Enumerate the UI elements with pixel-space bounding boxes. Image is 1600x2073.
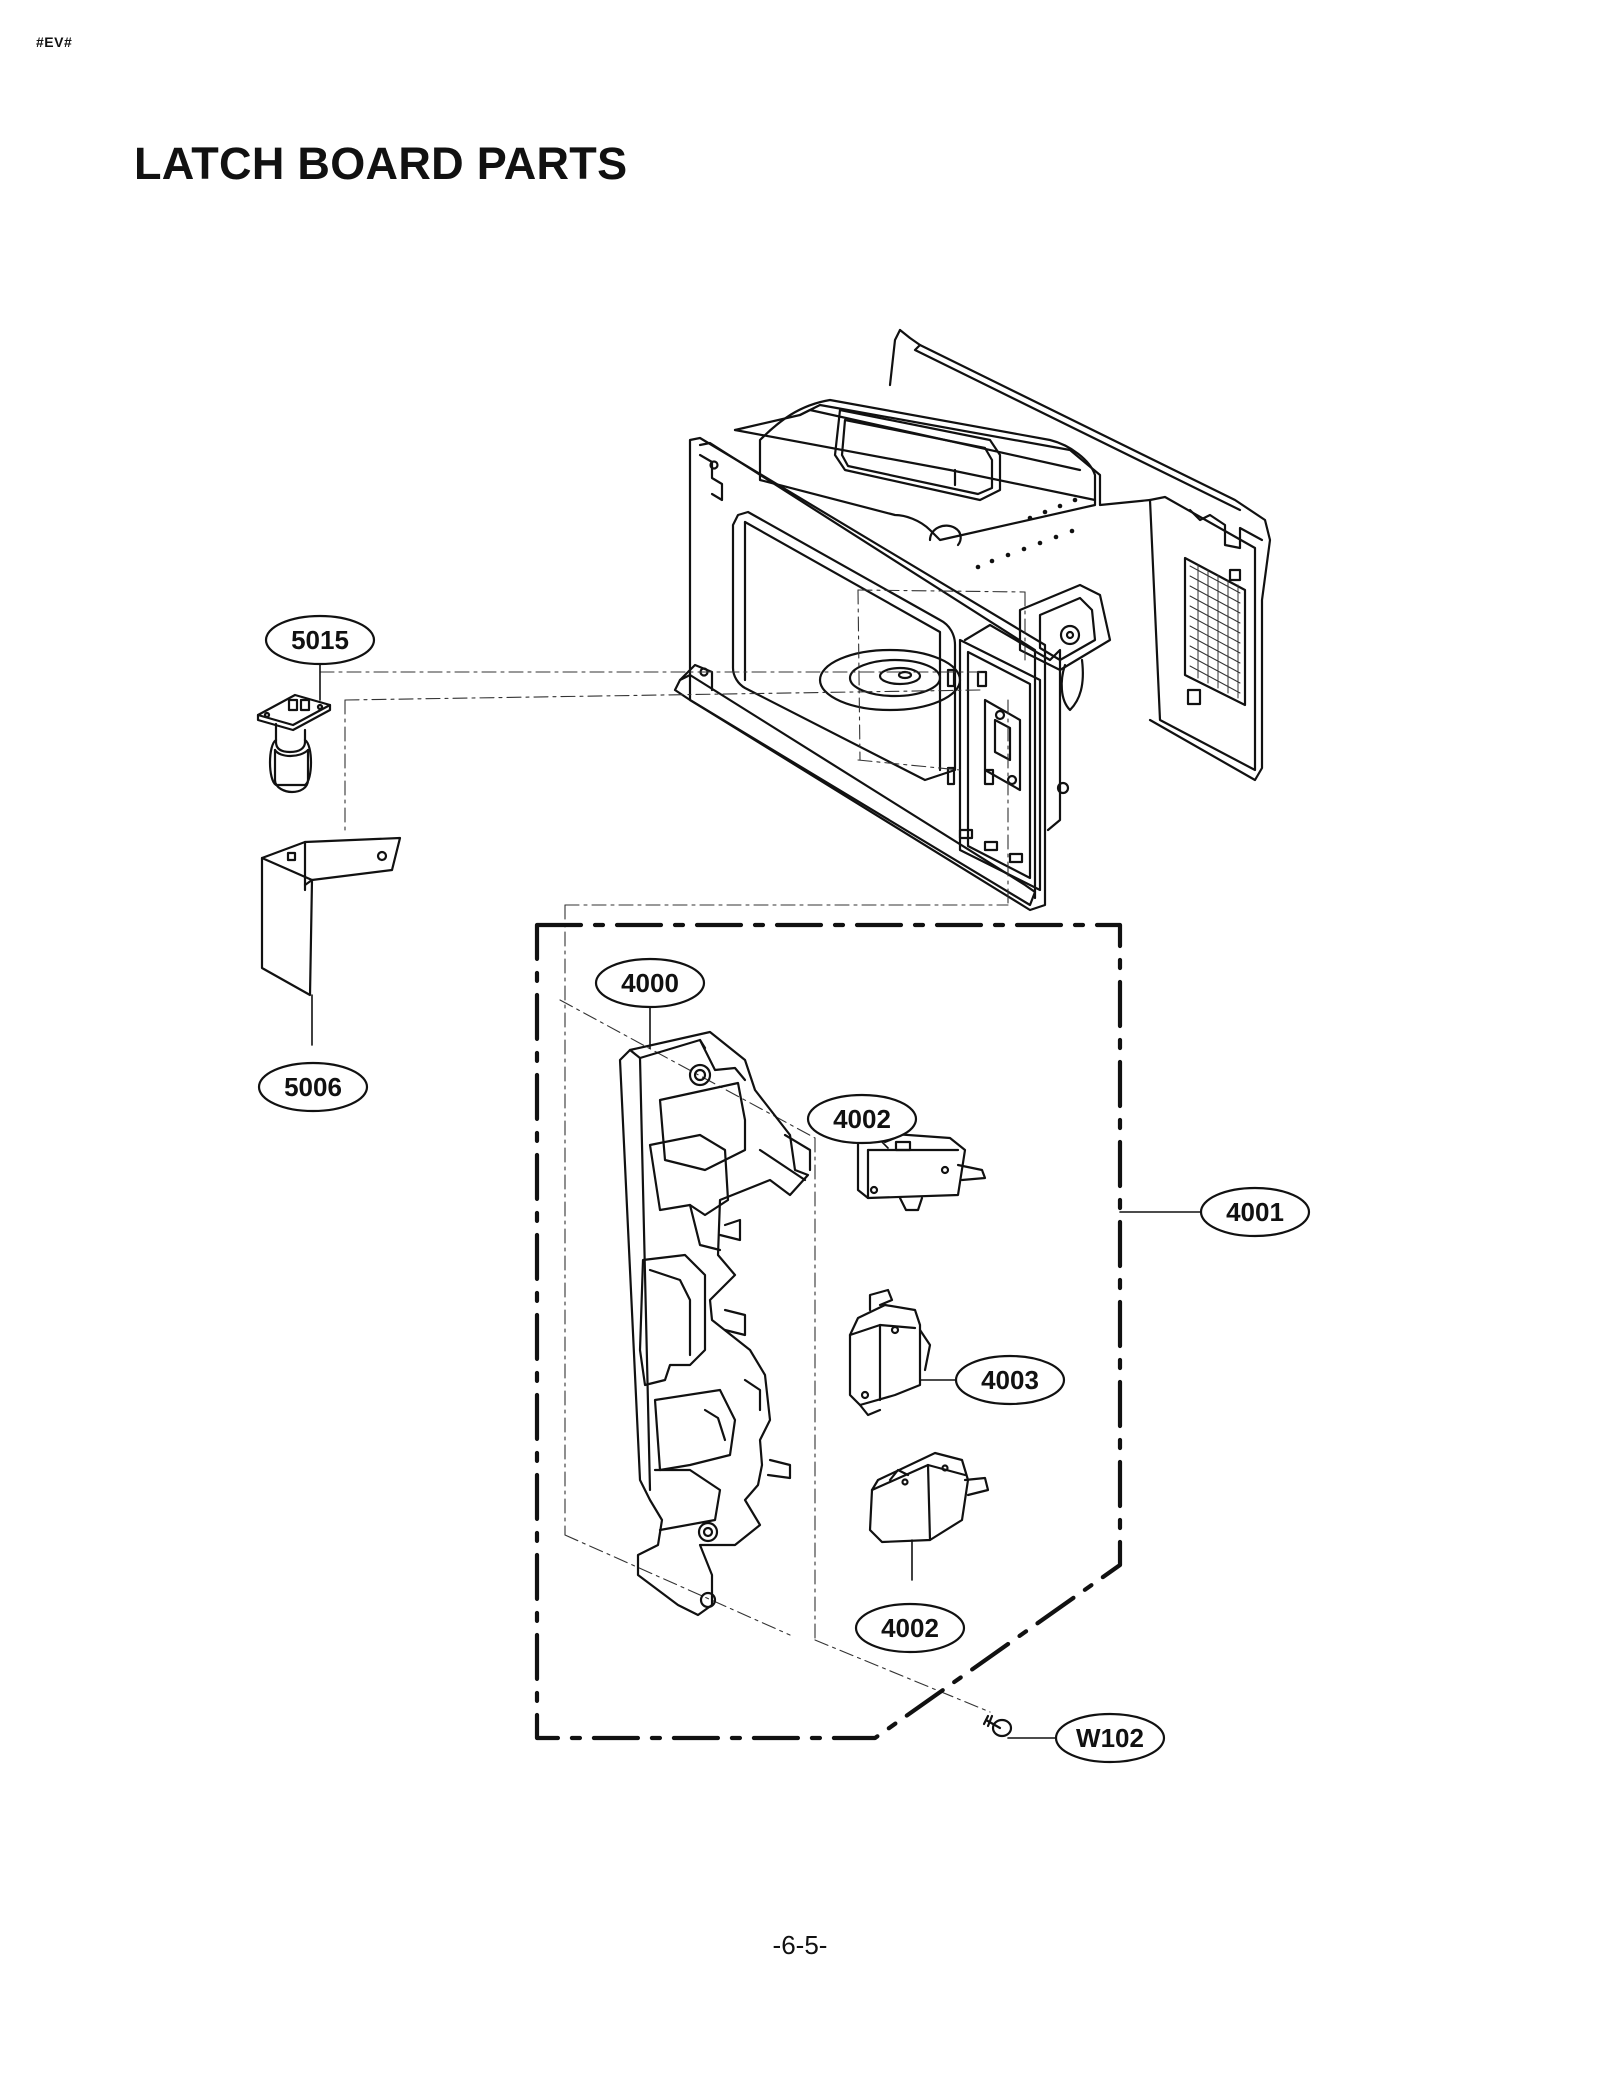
document-code: #EV# [36, 34, 73, 50]
callout-W102: W102 [1054, 1712, 1166, 1764]
callout-5015: 5015 [264, 614, 376, 666]
callout-label-4001: 4001 [1226, 1197, 1284, 1227]
part-4002-switch-top [856, 1131, 987, 1212]
assembly-guide-lines [319, 589, 1026, 1713]
callout-label-4003: 4003 [981, 1365, 1039, 1395]
callout-label-5015: 5015 [291, 625, 349, 655]
page-number: -6-5- [772, 1930, 828, 1960]
callout-label-4002-top: 4002 [833, 1104, 891, 1134]
part-5015-door-sensor [256, 693, 332, 794]
part-4000-latch-board [618, 1030, 812, 1617]
callout-4002-top: 4002 [806, 1093, 918, 1145]
callout-label-4002-bottom: 4002 [881, 1613, 939, 1643]
oven-cavity-assembly [673, 328, 1272, 912]
callout-4001: 4001 [1199, 1186, 1311, 1238]
callout-5006: 5006 [257, 1061, 369, 1113]
callout-4003: 4003 [954, 1354, 1066, 1406]
callout-4002-bottom: 4002 [854, 1602, 966, 1654]
part-5006-bracket [260, 836, 402, 997]
callout-4000: 4000 [594, 957, 706, 1009]
page-title: LATCH BOARD PARTS [134, 138, 628, 189]
part-4002-switch-bottom [868, 1451, 990, 1544]
callout-label-4000: 4000 [621, 968, 679, 998]
callout-leader-lines [311, 664, 1206, 1739]
part-4001-assembly-boundary [534, 922, 1123, 1741]
part-W102-screw [982, 1714, 1013, 1738]
callout-label-5006: 5006 [284, 1072, 342, 1102]
part-4003-switch [848, 1288, 932, 1417]
callout-label-W102: W102 [1076, 1723, 1144, 1753]
